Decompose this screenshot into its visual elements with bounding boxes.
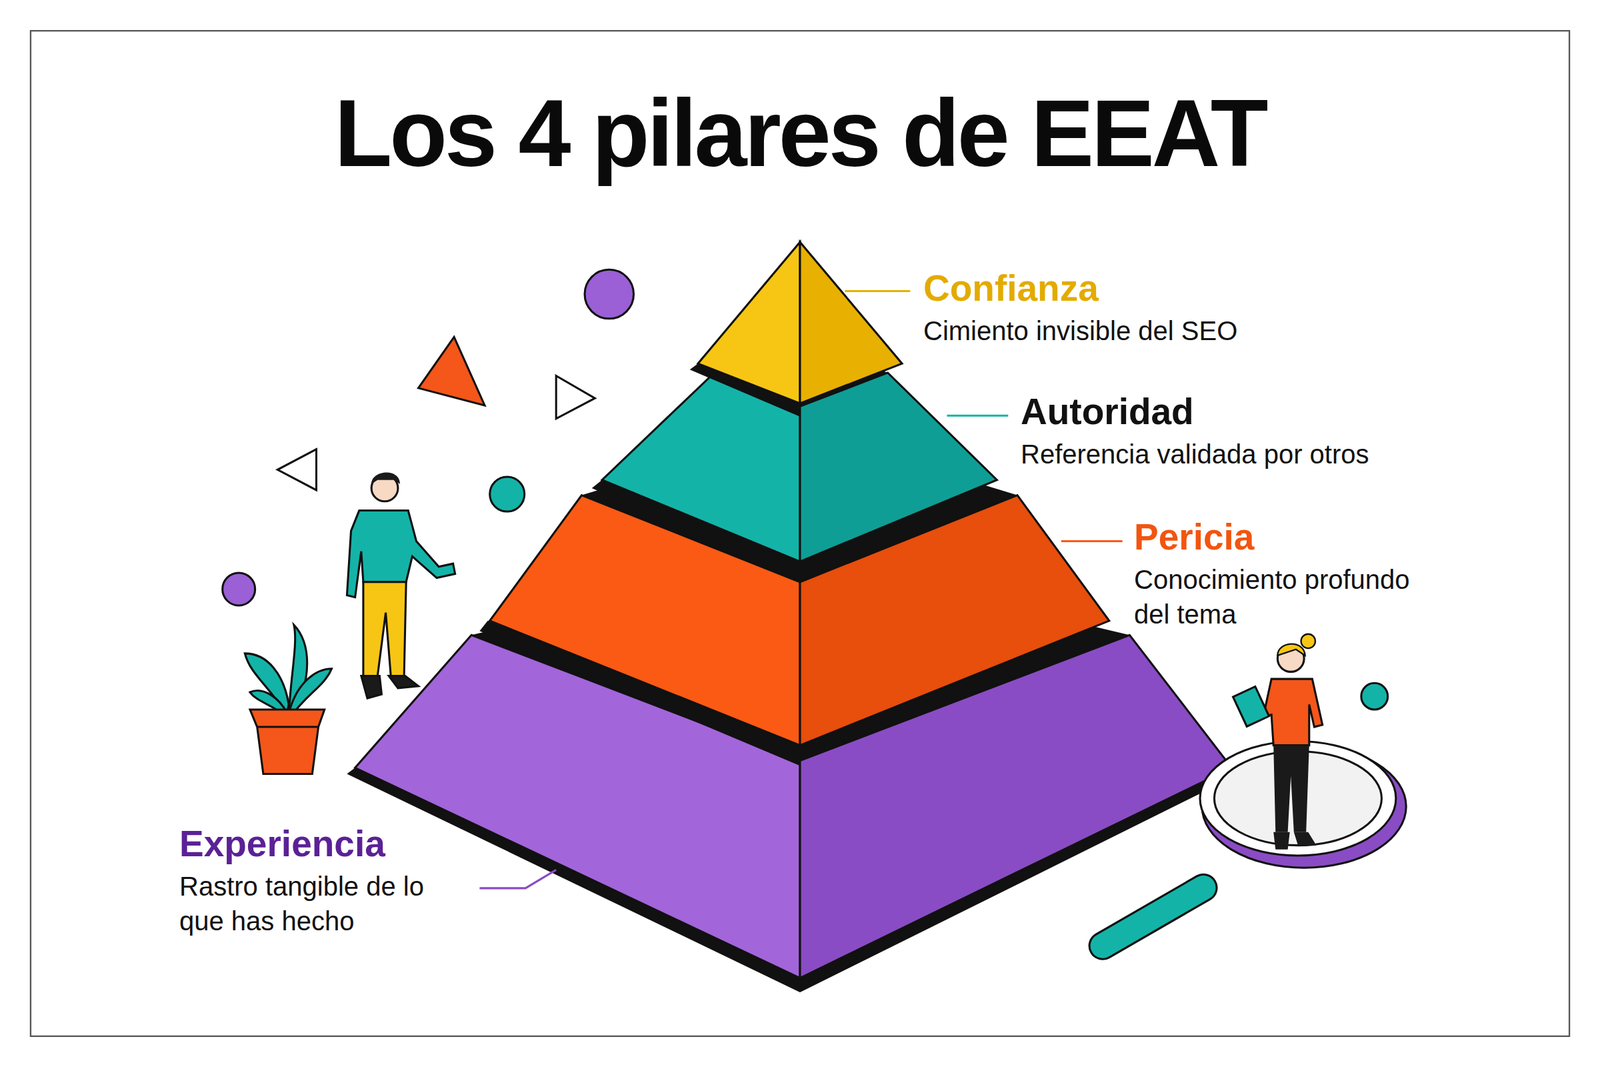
title: Los 4 pilares de EEAT [0,78,1600,188]
pillar-heading: Experiencia [179,822,460,865]
pillar-heading: Confianza [923,267,1362,310]
pillar-description: Conocimiento profundo del tema [1134,562,1450,632]
pillar-heading: Pericia [1134,516,1450,558]
pillar-label: ExperienciaRastro tangible de lo que has… [179,822,460,938]
pillar-description: Cimiento invisible del SEO [923,313,1362,348]
pillar-label: PericiaConocimiento profundo del tema [1134,516,1450,632]
pillar-description: Rastro tangible de lo que has hecho [179,868,460,938]
pillar-heading: Autoridad [1020,390,1480,433]
pillar-label: ConfianzaCimiento invisible del SEO [923,267,1362,348]
pillar-label: AutoridadReferencia validada por otros [1020,390,1480,472]
pillar-description: Referencia validada por otros [1020,436,1480,472]
